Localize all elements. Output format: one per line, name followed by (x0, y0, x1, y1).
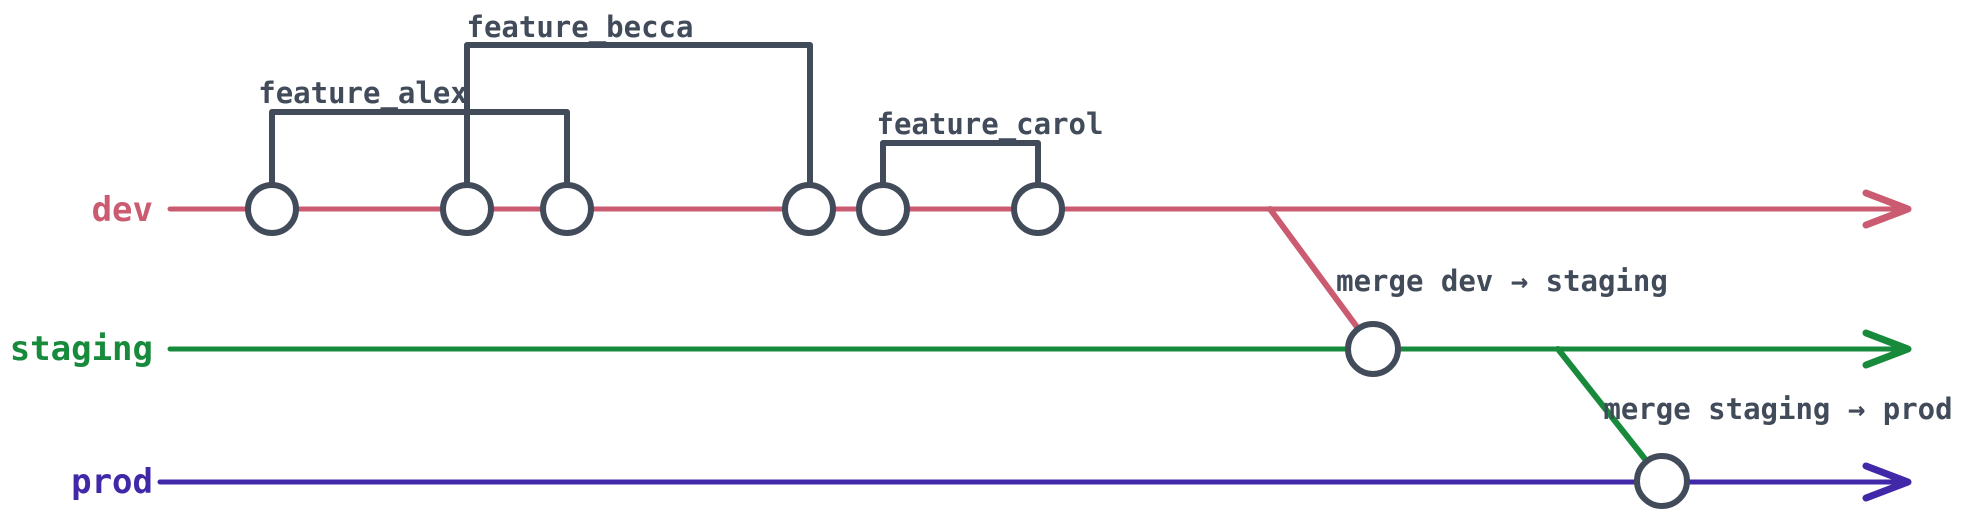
feature-carol-bracket (880, 140, 1041, 190)
dev-commits (245, 182, 1065, 236)
merge-dev-to-staging-line (1267, 206, 1374, 349)
merge-dev-to-staging-label: merge dev → staging (1336, 264, 1668, 298)
prod-branch-label: prod (71, 462, 153, 502)
commit-node (856, 182, 910, 236)
feature-alex-bracket (269, 109, 570, 190)
feature-becca-label: feature_becca (467, 10, 694, 44)
feature-becca-bracket (464, 42, 813, 190)
feature-carol-label: feature_carol (877, 107, 1104, 141)
commit-node (782, 182, 836, 236)
merge-staging-to-prod-line (1555, 346, 1663, 481)
dev-arrowhead-icon (1862, 189, 1912, 229)
prod-arrowhead-icon (1862, 462, 1912, 502)
prod-lane (157, 462, 1912, 502)
commit-node (1011, 182, 1065, 236)
staging-arrowhead-icon (1862, 329, 1912, 369)
dev-branch-label: dev (92, 190, 153, 230)
staging-lane (167, 329, 1912, 369)
commit-node (245, 182, 299, 236)
staging-branch-label: staging (10, 329, 153, 369)
prod-merge-commit-node (1634, 453, 1690, 509)
commit-node (440, 182, 494, 236)
staging-merge-commit-node (1345, 321, 1401, 377)
merge-staging-to-prod-label: merge staging → prod (1603, 392, 1952, 426)
commit-node (540, 182, 594, 236)
feature-alex-label: feature_alex (258, 76, 468, 110)
